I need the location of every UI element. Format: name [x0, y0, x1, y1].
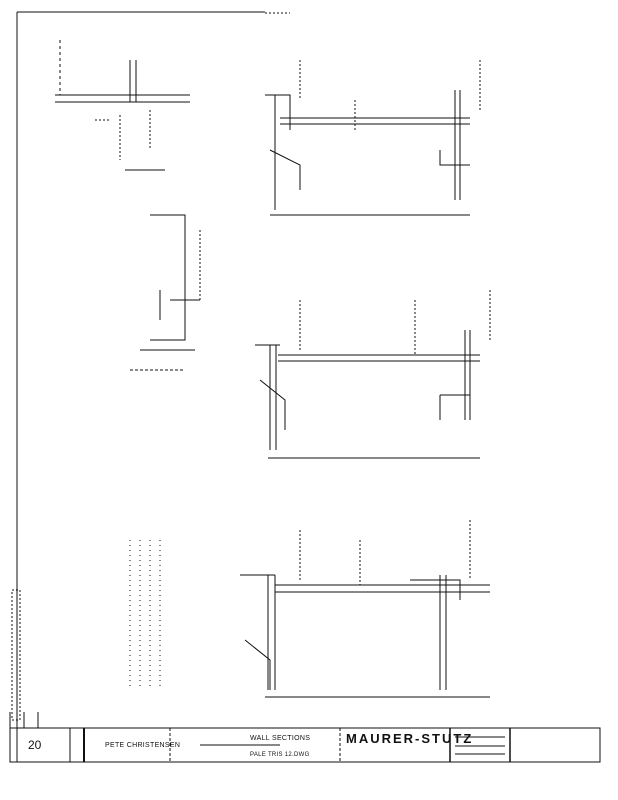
file-name: PALE TRIS 12.DWG	[250, 752, 310, 758]
section-bottom	[129, 520, 490, 698]
firm-logo: MAURER-STUTZ	[346, 731, 474, 746]
section-top	[265, 60, 481, 216]
section-middle	[255, 290, 491, 459]
client-name: PETE CHRISTENSEN	[105, 742, 181, 749]
title-block	[9, 712, 601, 763]
sheet-number: 20	[28, 738, 42, 752]
detail-middle-left	[130, 214, 201, 371]
drawing-title: WALL SECTIONS	[250, 735, 311, 742]
detail-top-left	[55, 40, 190, 171]
